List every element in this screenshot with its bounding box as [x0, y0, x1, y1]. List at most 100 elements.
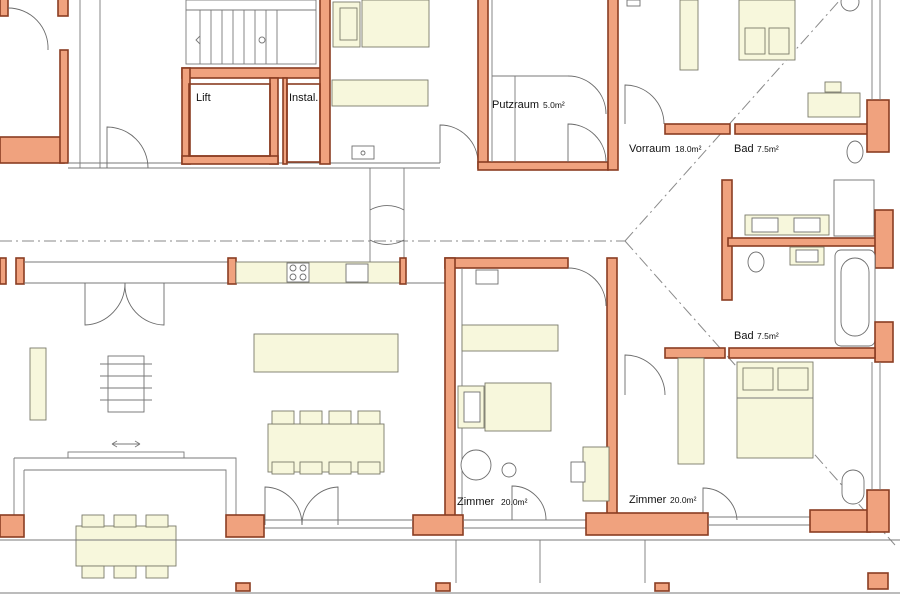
- chair: [271, 410, 295, 425]
- chair: [145, 565, 169, 579]
- bed: [361, 0, 430, 48]
- pillow: [339, 7, 358, 41]
- door-swing: [624, 84, 665, 125]
- wall-segment: [866, 489, 890, 533]
- upper-right-room: [624, 0, 890, 153]
- wardrobe: [677, 357, 705, 465]
- staircase: [185, 0, 317, 65]
- room-area-vorraum: 18.0m²: [675, 144, 702, 154]
- shower: [833, 179, 875, 237]
- room-name-bad-lower: Bad: [734, 330, 754, 342]
- wall-segment: [866, 99, 890, 153]
- door-swing: [567, 123, 607, 163]
- cooktop: [286, 262, 310, 283]
- wall-segment: [435, 582, 451, 592]
- wall-segment: [57, 0, 69, 17]
- upper-left-wing: [0, 0, 440, 169]
- wall-segment: [181, 155, 279, 165]
- armchair: [840, 0, 860, 12]
- wall-segment: [225, 514, 265, 538]
- door-swing: [7, 7, 49, 51]
- chair: [824, 81, 842, 93]
- washbasin: [793, 217, 821, 233]
- room-area-zimmer-left: 20.0m²: [501, 497, 528, 507]
- room-area-bad-lower: 7.5m²: [757, 331, 779, 341]
- side-table: [501, 462, 517, 478]
- room-area-bad-upper: 7.5m²: [757, 144, 779, 154]
- chair: [113, 565, 137, 579]
- room-name-putzraum: Putzraum: [492, 99, 539, 111]
- wall-segment: [664, 123, 731, 135]
- door-swing: [369, 239, 405, 245]
- wall-segment: [412, 514, 464, 536]
- door-swing: [106, 126, 149, 169]
- putzraum: Putzraum 5.0m²: [477, 0, 619, 171]
- wall-segment: [0, 514, 25, 538]
- wall-segment: [0, 0, 9, 17]
- wall-segment: [654, 582, 670, 592]
- wall-segment: [269, 77, 279, 165]
- chair: [328, 410, 352, 425]
- wall-segment: [809, 509, 871, 533]
- common-room: [0, 257, 448, 579]
- wall-segment: [734, 123, 876, 135]
- wall-segment: [727, 237, 877, 247]
- bad-upper: Bad 7.5m²: [721, 140, 894, 301]
- wall-segment: [235, 582, 251, 592]
- chair: [299, 410, 323, 425]
- washbasin: [475, 269, 499, 285]
- washbasin: [795, 249, 819, 263]
- desk: [807, 92, 861, 118]
- chair: [81, 514, 105, 528]
- wall-segment: [181, 67, 329, 79]
- bottom-facade: [0, 514, 900, 594]
- wall-segment: [728, 347, 876, 359]
- toilet: [846, 140, 864, 164]
- door-swing: [567, 267, 607, 307]
- corridor: [369, 168, 405, 262]
- room-area-putzraum: 5.0m²: [543, 100, 565, 110]
- zimmer-right: Zimmer 20.0m²: [585, 347, 890, 536]
- armchair: [460, 449, 492, 481]
- table: [331, 79, 429, 107]
- door-swing: [624, 354, 666, 396]
- wall-segment: [867, 572, 889, 590]
- zimmer-left: Zimmer 20.0m²: [236, 257, 618, 536]
- pillow: [463, 391, 481, 423]
- wall-segment: [607, 0, 619, 171]
- chair: [357, 461, 381, 475]
- pillow: [777, 367, 809, 391]
- bad-lower: Bad 7.5m²: [734, 246, 894, 363]
- sliding-arrow: [111, 440, 141, 448]
- bed: [484, 382, 552, 432]
- bench: [29, 347, 47, 421]
- room-area-zimmer-right: 20.0m²: [670, 495, 697, 505]
- room-name-zimmer-right: Zimmer: [629, 494, 667, 506]
- wall-segment: [59, 49, 69, 164]
- chair: [299, 461, 323, 475]
- room-name-bad-upper: Bad: [734, 143, 754, 155]
- sofa: [253, 333, 399, 373]
- core: Lift Instal.: [181, 0, 331, 165]
- room-name-lift: Lift: [196, 92, 211, 104]
- door-swing: [567, 75, 607, 115]
- door-swing: [439, 124, 479, 164]
- door-swing: [511, 485, 547, 521]
- chair: [113, 514, 137, 528]
- wall-segment: [15, 257, 25, 285]
- wall-segment: [444, 257, 569, 269]
- upper-middle-room: [331, 0, 479, 164]
- wall-segment: [227, 257, 237, 285]
- toilet: [747, 251, 765, 273]
- door-swing: [301, 486, 339, 526]
- desk: [461, 324, 559, 352]
- door-swing: [702, 487, 738, 521]
- wardrobe: [679, 0, 699, 71]
- kitchen-counter: [235, 261, 401, 284]
- wall-segment: [399, 257, 407, 285]
- chair: [570, 461, 586, 483]
- wall-segment: [664, 347, 726, 359]
- terrace-table: [75, 525, 177, 567]
- door-swing: [124, 282, 165, 326]
